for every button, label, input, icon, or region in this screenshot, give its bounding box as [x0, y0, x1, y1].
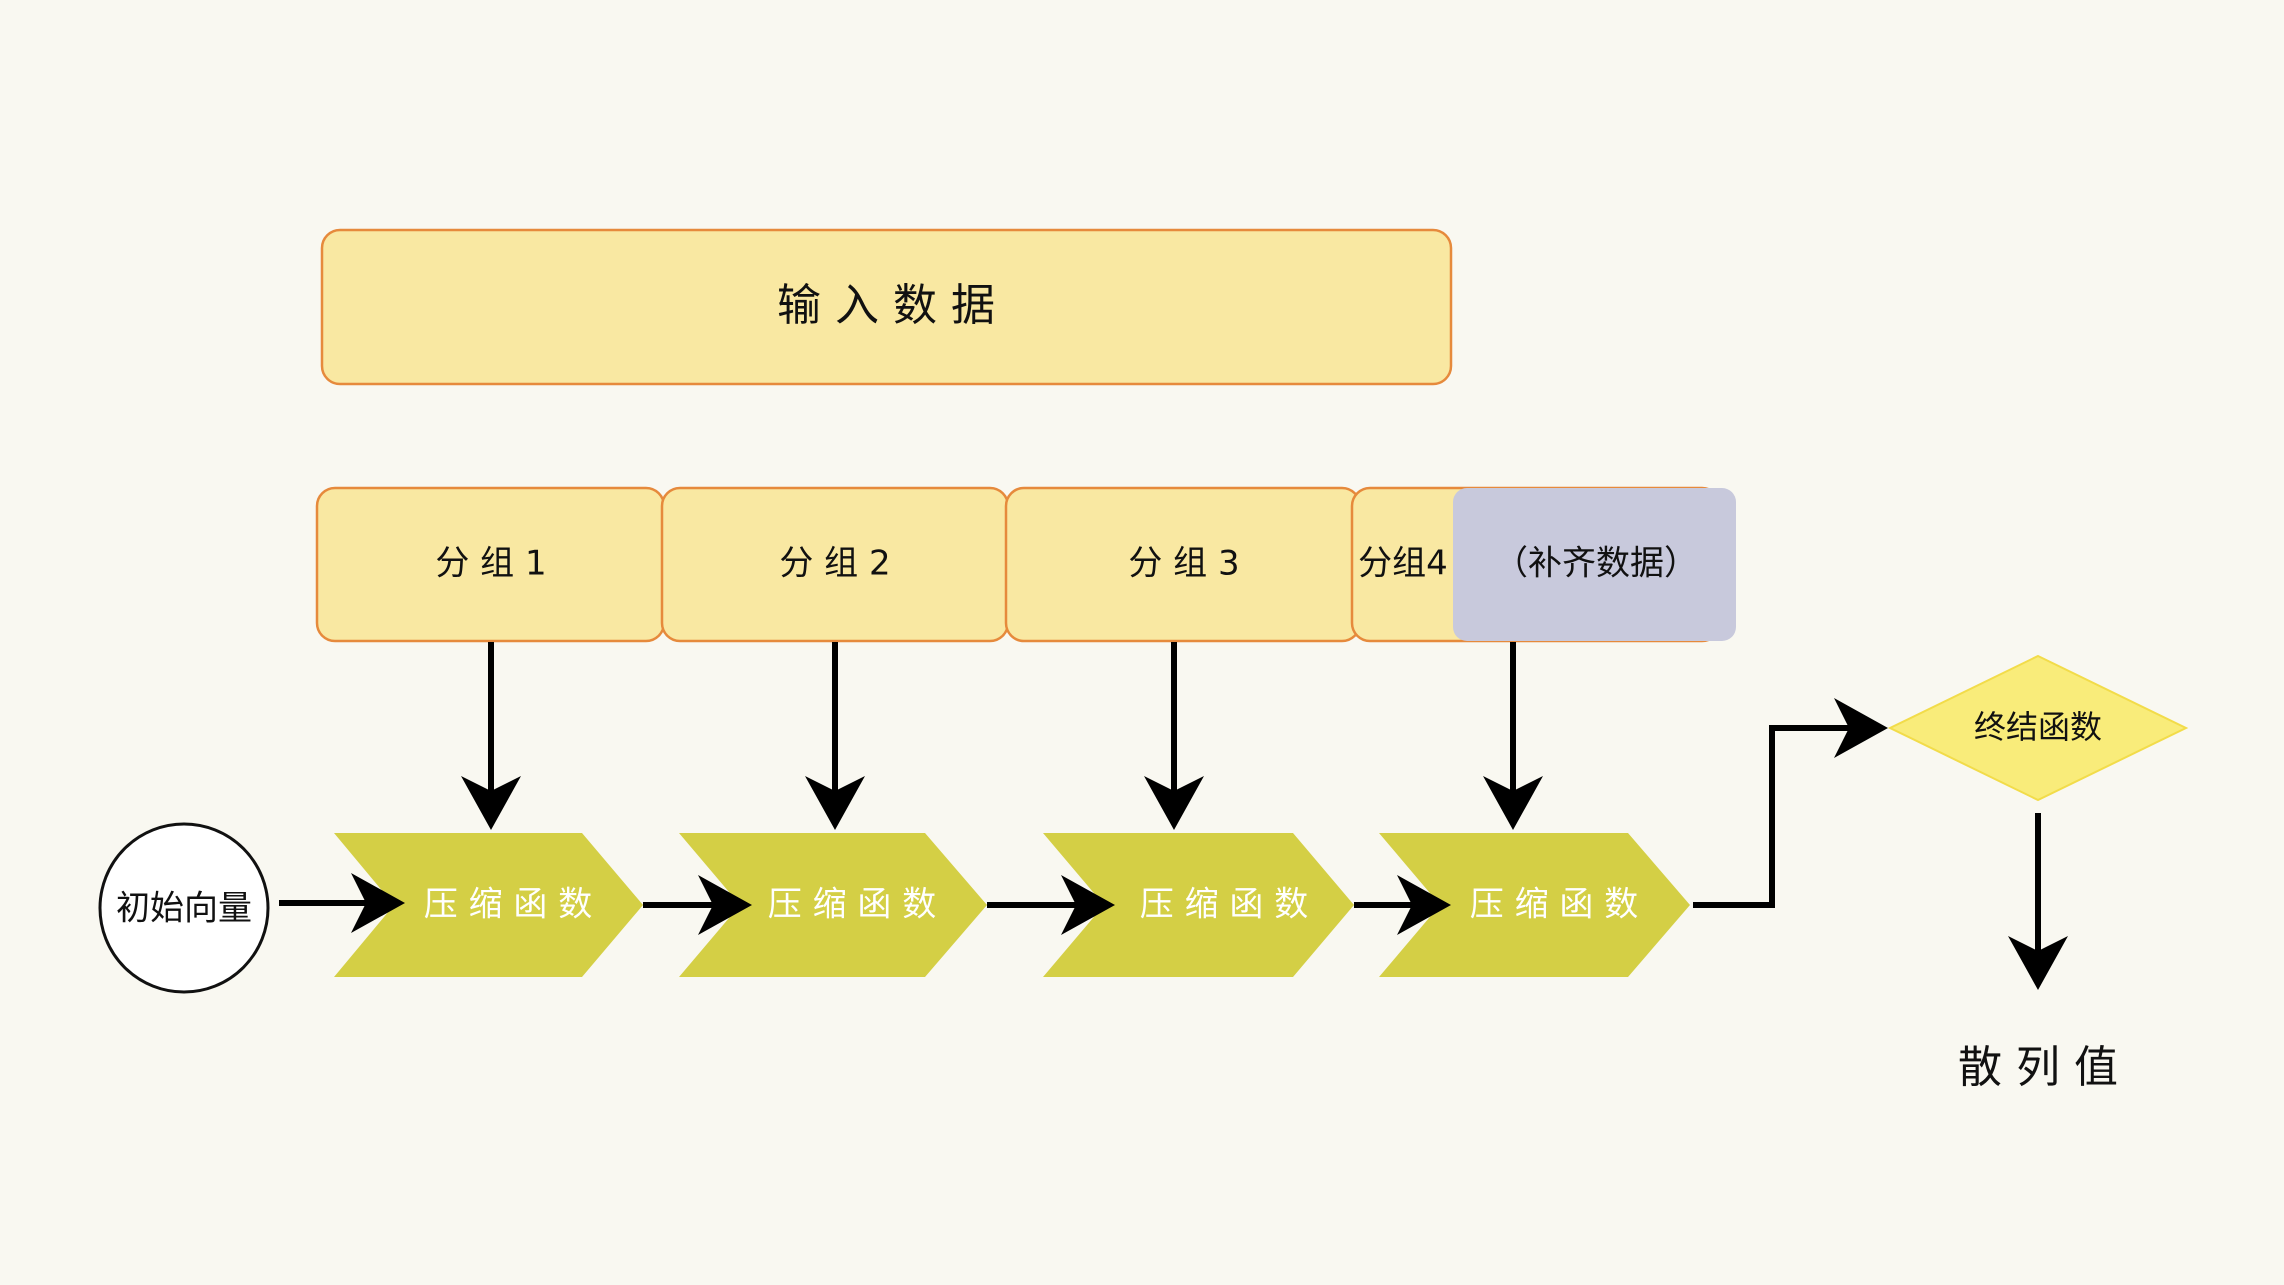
compress-function-1: 压 缩 函 数 — [334, 833, 643, 977]
compress-label-3: 压 缩 函 数 — [1140, 885, 1308, 925]
group-box-1: 分 组 1 — [315, 486, 666, 643]
group-box-3: 分 组 3 — [1004, 486, 1362, 643]
group-label-4: 分组4 — [1358, 544, 1448, 584]
compress-label-1: 压 缩 函 数 — [424, 885, 592, 925]
initial-vector-node: 初始向量 — [98, 822, 270, 994]
padding-label: （补齐数据） — [1494, 544, 1698, 584]
initial-vector-label: 初始向量 — [116, 889, 252, 929]
hash-value-label: 散 列 值 — [1958, 1042, 2118, 1093]
final-function-label: 终结函数 — [1974, 708, 2102, 746]
group-label-1: 分 组 1 — [435, 544, 546, 584]
compress-label-2: 压 缩 函 数 — [768, 885, 936, 925]
group-label-2: 分 组 2 — [779, 544, 890, 584]
padding-box: （补齐数据） — [1453, 488, 1736, 641]
input-data-label: 输 入 数 据 — [777, 280, 995, 331]
group-label-3: 分 组 3 — [1128, 544, 1239, 584]
final-function-node: 终结函数 — [1887, 654, 2189, 802]
arrow-compress4-to-final — [1693, 698, 1888, 908]
compress-function-2: 压 缩 函 数 — [679, 833, 987, 977]
input-data-box: 输 入 数 据 — [320, 228, 1453, 386]
compress-function-4: 压 缩 函 数 — [1379, 833, 1690, 977]
compress-function-3: 压 缩 函 数 — [1043, 833, 1354, 977]
compress-label-4: 压 缩 函 数 — [1470, 885, 1638, 925]
group-box-2: 分 组 2 — [660, 486, 1010, 643]
